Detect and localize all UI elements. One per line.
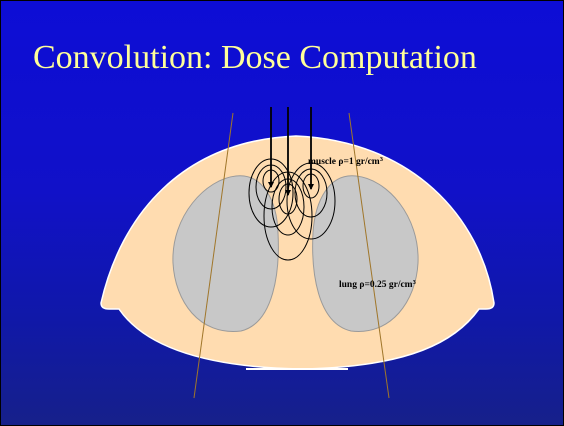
lung-density-label: lung ρ=0.25 gr/cm3 <box>339 279 417 290</box>
muscle-density-label: muscle ρ=1 gr/cm3 <box>308 156 384 167</box>
body-cross-section <box>101 136 494 369</box>
